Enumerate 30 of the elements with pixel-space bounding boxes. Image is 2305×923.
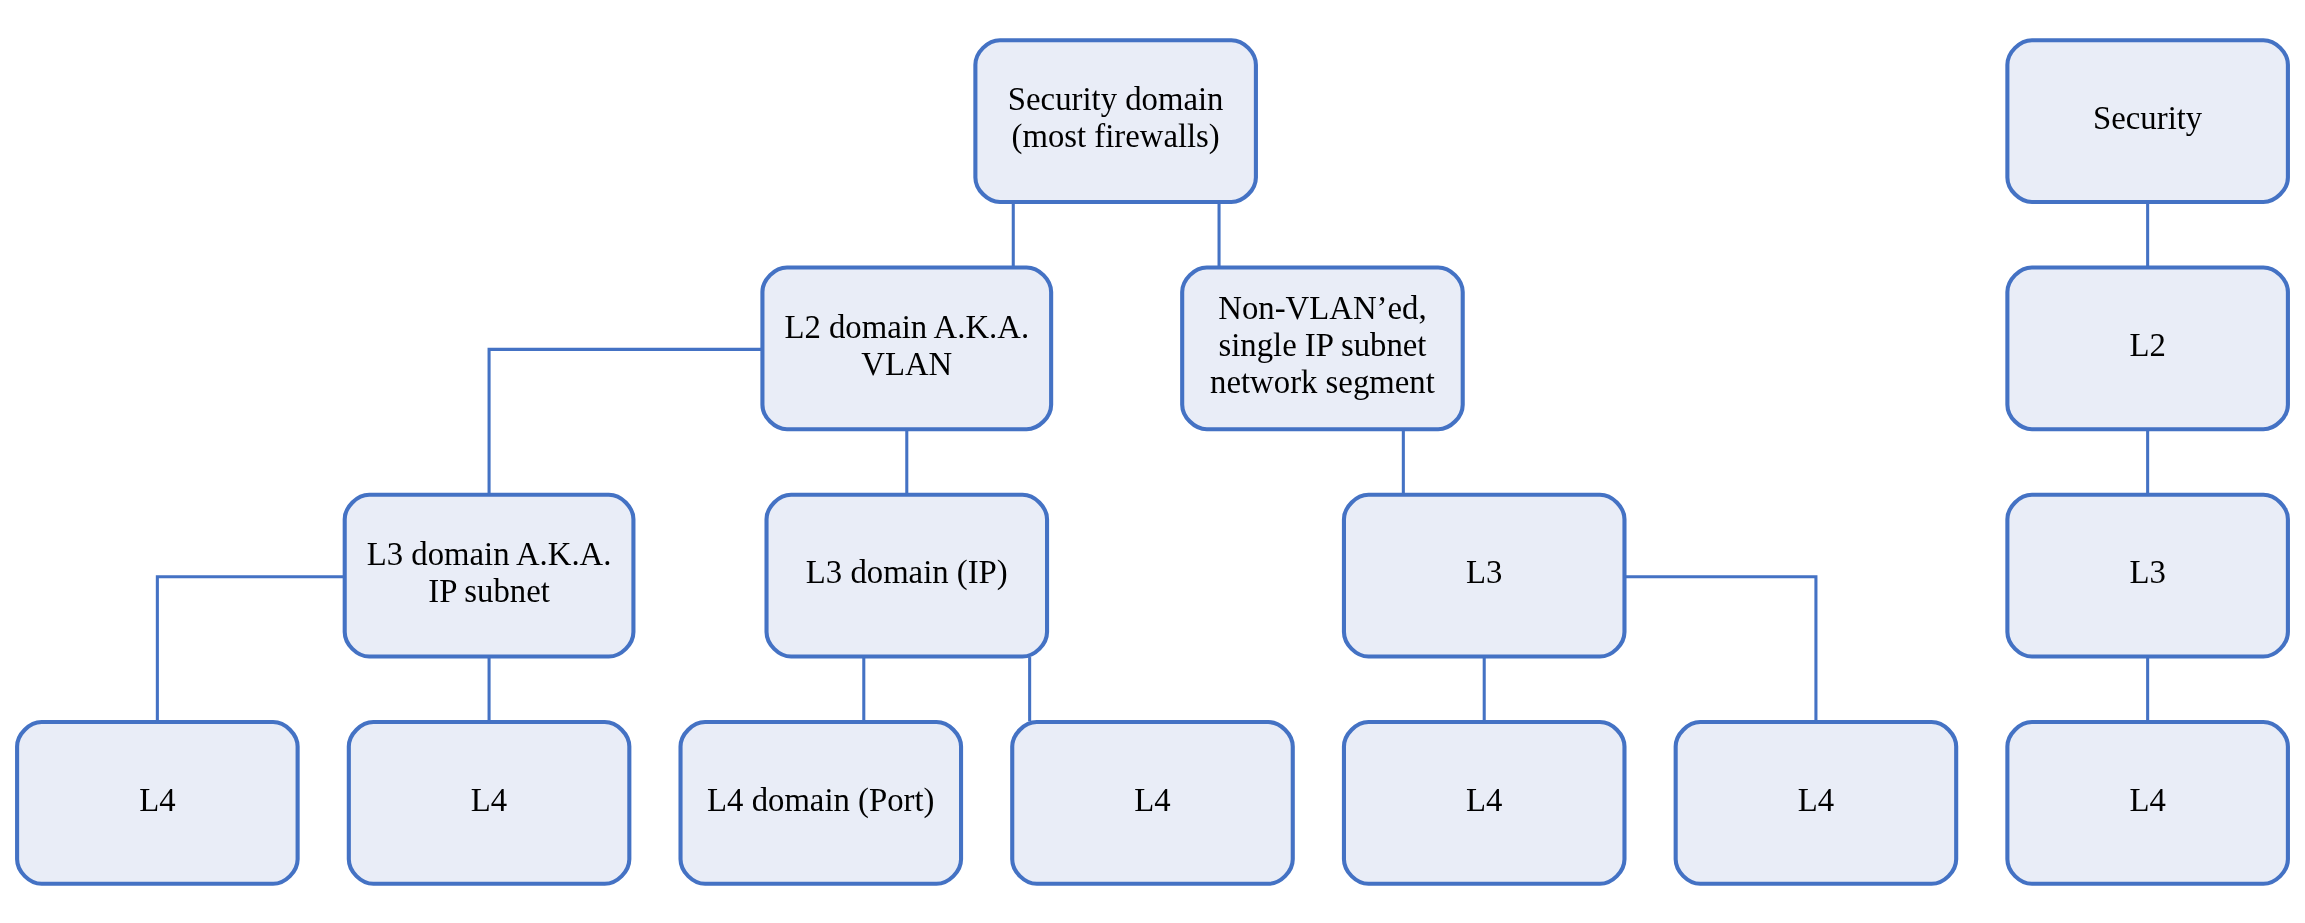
node-box: L4: [1010, 719, 1295, 886]
node-box: Security domain (most firewalls): [973, 37, 1258, 204]
connector: [1624, 574, 1818, 722]
connector: [1011, 202, 1015, 267]
node-box: L3 domain (IP): [764, 492, 1050, 659]
node-box: L2 domain A.K.A. VLAN: [760, 264, 1054, 431]
connector: [2146, 656, 2150, 721]
node-box: Security: [2005, 37, 2290, 204]
connector: [155, 574, 345, 722]
node-box: L4: [15, 719, 300, 886]
connector: [2146, 429, 2150, 494]
node-box: L4: [1673, 719, 1959, 886]
connector: [487, 656, 491, 721]
node-box: Non-VLAN’ed, single IP subnet network segment: [1180, 264, 1465, 431]
connector: [2146, 202, 2150, 267]
connector: [905, 429, 909, 494]
connector: [1217, 202, 1221, 267]
node-box: L2: [2005, 264, 2290, 431]
node-box: L4: [346, 719, 632, 886]
connector: [862, 656, 866, 721]
connector: [487, 347, 762, 495]
connector: [1401, 429, 1405, 494]
node-box: L4: [1341, 719, 1627, 886]
node-box: L4: [2005, 719, 2290, 886]
connector: [1028, 656, 1032, 721]
node-box: L4 domain (Port): [678, 719, 964, 886]
connector: [1482, 656, 1486, 721]
node-box: L3: [2005, 492, 2290, 659]
node-box: L3: [1341, 492, 1627, 659]
node-box: L3 domain A.K.A. IP subnet: [342, 492, 636, 659]
